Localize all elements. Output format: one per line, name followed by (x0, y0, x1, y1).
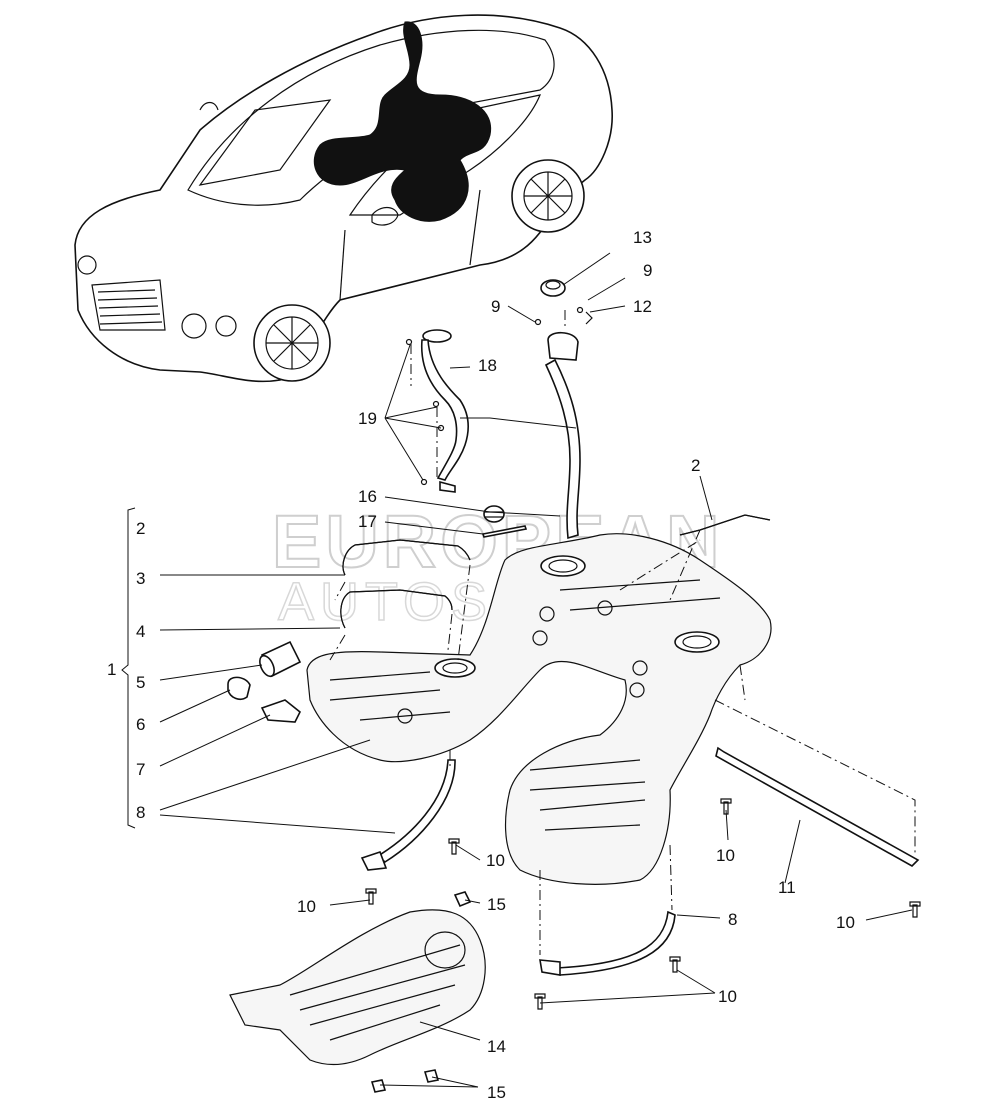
label-12: 12 (633, 297, 652, 316)
label-10-e: 10 (718, 987, 737, 1006)
fasteners (365, 798, 921, 1093)
label-3: 3 (136, 569, 145, 588)
label-10-d: 10 (836, 913, 855, 932)
dash-lines (329, 310, 916, 955)
label-17: 17 (358, 512, 377, 531)
label-4: 4 (136, 622, 145, 641)
heat-shield (229, 909, 486, 1066)
fuel-tank (306, 533, 772, 885)
label-13: 13 (633, 228, 652, 247)
label-10-b: 10 (716, 846, 735, 865)
label-10-c: 10 (297, 897, 316, 916)
label-5: 5 (136, 673, 145, 692)
car-illustration (74, 14, 613, 383)
label-2-top: 2 (691, 456, 700, 475)
leader-lines (121, 252, 913, 1088)
label-18: 18 (478, 356, 497, 375)
label-7: 7 (136, 760, 145, 779)
filler-tube (534, 279, 593, 540)
label-9-right: 9 (643, 261, 652, 280)
label-6: 6 (136, 715, 145, 734)
label-16: 16 (358, 487, 377, 506)
filler-hose-assembly (405, 329, 470, 493)
label-14: 14 (487, 1037, 506, 1056)
label-15-top: 15 (487, 895, 506, 914)
label-8-right: 8 (728, 910, 737, 929)
label-15-bottom: 15 (487, 1083, 506, 1102)
label-11: 11 (778, 878, 796, 897)
label-10-a: 10 (486, 851, 505, 870)
label-8-left: 8 (136, 803, 145, 822)
label-1: 1 (107, 660, 116, 679)
straps (360, 746, 920, 976)
label-2-group: 2 (136, 519, 145, 538)
part-labels: 13 9 9 12 18 19 2 16 17 2 3 4 1 5 6 7 8 … (107, 228, 855, 1102)
label-19: 19 (358, 409, 377, 428)
label-9-left: 9 (491, 297, 500, 316)
filter-clamp-bracket (227, 640, 302, 723)
pipes (340, 514, 771, 629)
